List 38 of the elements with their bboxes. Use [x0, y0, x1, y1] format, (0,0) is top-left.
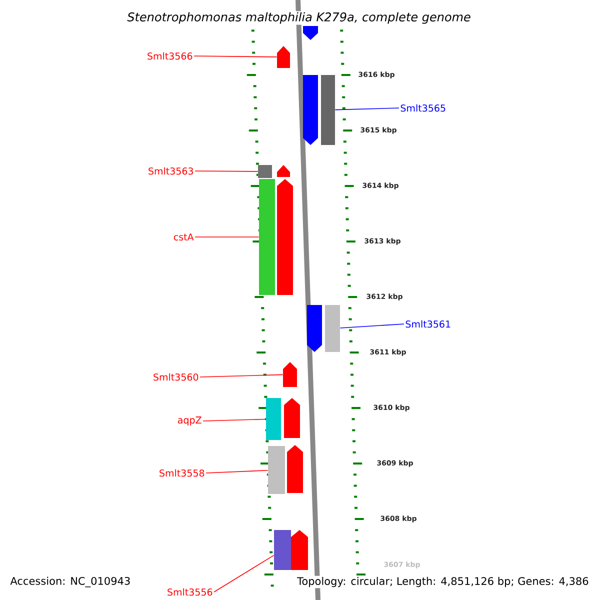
gene-feature: [283, 362, 297, 387]
leader-line: [194, 236, 260, 238]
leader-line: [194, 56, 278, 58]
gene-feature: [307, 305, 322, 352]
gene-feature: [321, 75, 335, 145]
gene-feature: [303, 75, 318, 145]
leader-line: [202, 418, 266, 422]
gene-feature: [303, 26, 318, 40]
gene-feature: [258, 165, 272, 178]
gene-feature: [259, 179, 275, 295]
leader-line: [214, 554, 274, 592]
title: Stenotrophomonas maltophilia K279a, complete genome: [126, 11, 472, 25]
gene-feature: [277, 179, 293, 295]
gene-feature: [284, 398, 300, 438]
gene-feature: [277, 165, 290, 177]
gene-feature: [268, 446, 285, 494]
leader-line: [194, 170, 258, 172]
gene-feature: [291, 530, 308, 570]
gene-label: Smlt3565: [400, 104, 446, 112]
gene-label: Smlt3563: [148, 167, 194, 175]
gene-feature: [274, 530, 291, 570]
leader-line: [200, 374, 284, 378]
genome-info-text: Topology: circular; Length: 4,851,126 bp; Genes: 4,386: [296, 576, 590, 588]
gene-feature: [287, 445, 303, 493]
gene-label: Smlt3560: [154, 373, 198, 381]
accession-text: Accession: NC_010943: [9, 576, 132, 588]
gene-label: Smlt3556: [168, 588, 212, 596]
gene-feature: [277, 46, 290, 68]
gene-feature: [325, 305, 340, 352]
gene-label: Smlt3558: [160, 469, 204, 477]
leader-line: [206, 470, 268, 474]
leader-line: [334, 108, 400, 110]
leader-line: [340, 324, 404, 328]
gene-label: aqpZ: [178, 416, 202, 426]
gene-label: Smlt3561: [406, 320, 450, 328]
gene-label: Smlt3566: [148, 52, 192, 60]
gene-feature: [266, 398, 281, 440]
gene-label: cstA: [174, 233, 194, 241]
